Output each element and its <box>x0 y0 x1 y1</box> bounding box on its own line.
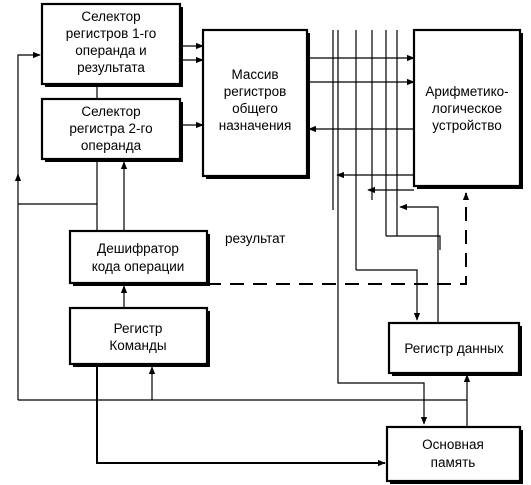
data-register-line1: Регистр данных <box>404 341 504 356</box>
svg-text:кода операции: кода операции <box>92 259 185 274</box>
alu-line2: логическое <box>432 101 502 116</box>
svg-text:операнда и: операнда и <box>75 43 146 58</box>
svg-text:регистра 2-го: регистра 2-го <box>69 121 152 136</box>
svg-text:логическое: логическое <box>432 101 502 116</box>
svg-text:общего: общего <box>232 101 278 116</box>
block-selector1: Селектор регистров 1-го операнда и резул… <box>40 2 183 87</box>
command-register-line1: Регистр <box>114 321 163 336</box>
svg-text:Команды: Команды <box>109 338 166 353</box>
alu-line3: устройство <box>432 118 502 133</box>
block-alu: Арифметико- логическое устройство <box>412 28 523 189</box>
svg-text:назначения: назначения <box>219 118 292 133</box>
block-selector2: Селектор регистра 2-го операнда <box>40 97 183 162</box>
main-memory-line2: память <box>431 455 476 470</box>
register-array-line2: регистров <box>224 84 287 99</box>
selector1-line2: регистров 1-го <box>66 26 157 41</box>
block-data-register: Регистр данных <box>387 321 522 376</box>
svg-text:Дешифратор: Дешифратор <box>97 241 179 256</box>
main-memory-line1: Основная <box>422 437 484 452</box>
alu-line1: Арифметико- <box>425 84 508 99</box>
block-main-memory: Основная память <box>385 425 523 484</box>
svg-text:операнда: операнда <box>81 138 142 153</box>
svg-text:Регистр данных: Регистр данных <box>404 341 504 356</box>
block-register-array: Массив регистров общего назначения <box>201 28 310 179</box>
register-array-line3: общего <box>232 101 278 116</box>
selector1-line4: результата <box>77 60 145 75</box>
svg-text:регистров 1-го: регистров 1-го <box>66 26 157 41</box>
svg-text:Селектор: Селектор <box>81 104 140 119</box>
block-decoder: Дешифратор кода операции <box>68 229 210 286</box>
decoder-line2: кода операции <box>92 259 185 274</box>
selector1-line3: операнда и <box>75 43 146 58</box>
connectors <box>14 30 471 467</box>
result-label: результат <box>225 231 286 246</box>
svg-text:Арифметико-: Арифметико- <box>425 84 508 99</box>
svg-text:Основная: Основная <box>422 437 484 452</box>
register-array-line1: Массив <box>231 67 278 82</box>
selector2-line3: операнда <box>81 138 142 153</box>
svg-text:устройство: устройство <box>432 118 502 133</box>
svg-text:Регистр: Регистр <box>114 321 163 336</box>
register-array-line4: назначения <box>219 118 292 133</box>
svg-text:память: память <box>431 455 476 470</box>
svg-text:результата: результата <box>77 60 145 75</box>
svg-text:регистров: регистров <box>224 84 287 99</box>
selector2-line1: Селектор <box>81 104 140 119</box>
selector1-line1: Селектор <box>81 9 140 24</box>
block-command-register: Регистр Команды <box>68 306 210 367</box>
svg-text:Селектор: Селектор <box>81 9 140 24</box>
decoder-line1: Дешифратор <box>97 241 179 256</box>
command-register-line2: Команды <box>109 338 166 353</box>
svg-text:Массив: Массив <box>231 67 278 82</box>
selector2-line2: регистра 2-го <box>69 121 152 136</box>
